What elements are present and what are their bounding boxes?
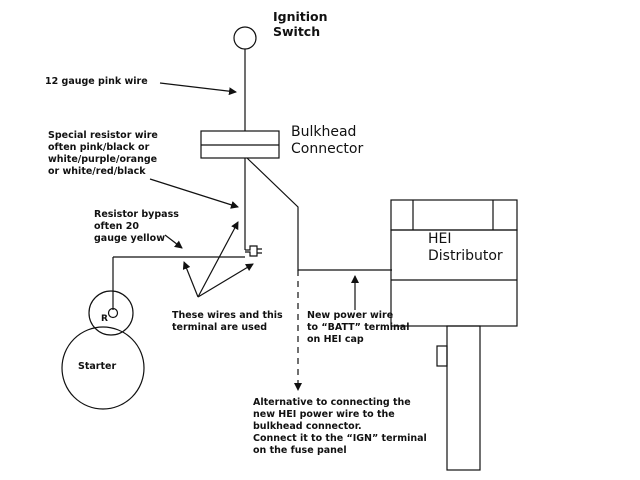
resistor-wire-label: Special resistor wire often pink/black o… bbox=[48, 130, 158, 177]
resistor-wire-arrow bbox=[149, 178, 239, 209]
ignition-switch-label: Ignition Switch bbox=[273, 9, 328, 39]
ignition-switch-symbol bbox=[233, 26, 257, 50]
bulkhead-connector-label: Bulkhead Connector bbox=[291, 124, 364, 157]
used-arrow-1 bbox=[182, 261, 199, 298]
starter-terminal-label: R bbox=[101, 314, 108, 324]
starter-terminal bbox=[107, 307, 119, 319]
hei-cap-top bbox=[390, 199, 518, 231]
pink-wire-arrow bbox=[159, 82, 237, 96]
wires-used-label: These wires and this terminal are used bbox=[172, 310, 283, 333]
resistor-bypass-label: Resistor bypass often 20 gauge yellow bbox=[94, 209, 179, 244]
alternative-note: Alternative to connecting the new HEI po… bbox=[253, 397, 427, 456]
used-arrow-3 bbox=[197, 263, 254, 298]
used-arrow-2 bbox=[197, 221, 239, 298]
hei-power-wire bbox=[246, 157, 392, 271]
starter-solenoid bbox=[88, 290, 134, 336]
starter-label: Starter bbox=[78, 361, 117, 372]
starter-motor bbox=[61, 326, 145, 410]
new-power-wire-label: New power wire to “BATT” terminal on HEI… bbox=[307, 310, 410, 345]
hei-distributor-shaft bbox=[446, 325, 481, 471]
bypass-arrow bbox=[164, 234, 183, 249]
hei-distributor-label: HEI Distributor bbox=[428, 231, 503, 264]
hei-shaft-gear bbox=[436, 345, 448, 367]
pink-wire-label: 12 gauge pink wire bbox=[45, 76, 148, 87]
wire-terminal bbox=[245, 245, 258, 257]
